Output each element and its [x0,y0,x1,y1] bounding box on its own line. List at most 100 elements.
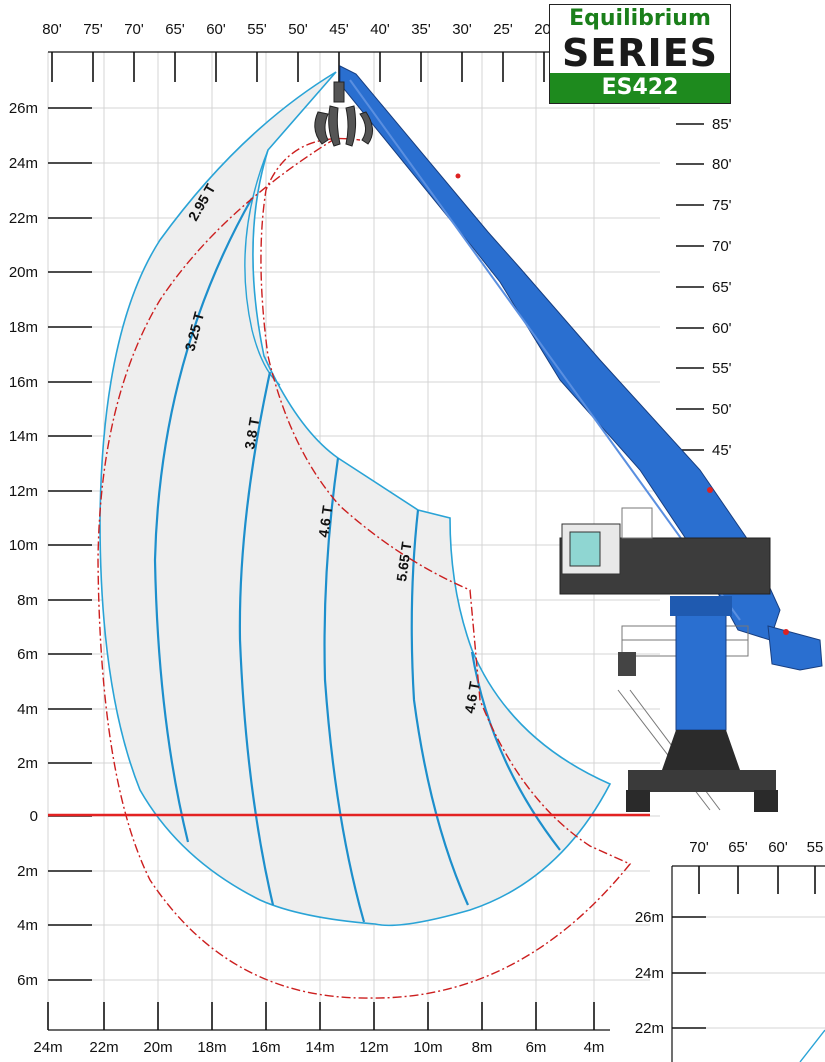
inset-top-label: 70' [689,839,709,856]
right-ft-label: 50' [712,401,732,418]
inset-left-label: 24m [635,965,664,982]
inset-envelope-edge [799,1029,825,1062]
left-m-ticks [48,107,92,981]
working-envelope [99,71,612,927]
capacity-label-38: 3.8 T [241,416,262,451]
left-m-label: 4m [17,701,38,718]
left-m-label: 2m [17,863,38,880]
stick [767,625,823,671]
left-m-label: 0 [30,808,38,825]
capacity-curve-38 [238,371,275,906]
capacity-curve-565 [410,509,470,906]
grapple [314,81,373,147]
inset-top-label: 60' [768,839,788,856]
left-m-label: 20m [9,264,38,281]
left-m-label: 14m [9,428,38,445]
bottom-m-label: 12m [359,1039,388,1056]
top-ft-ticks [51,52,545,82]
left-m-label: 26m [9,100,38,117]
inset-left-labels: 26m 24m 22m [635,909,664,1037]
right-ft-label: 75' [712,197,732,214]
left-m-label: 6m [17,972,38,989]
left-m-label: 24m [9,155,38,172]
boom-highlight [349,79,741,621]
cab-window [569,531,601,567]
stick-light [783,629,789,635]
brand-model: ES422 [550,73,730,103]
bottom-m-label: 6m [526,1039,547,1056]
right-ft-label: 55' [712,360,732,377]
left-m-label: 16m [9,374,38,391]
bottom-m-label: 20m [143,1039,172,1056]
brand-line2: SERIES [561,31,719,75]
max-reach-line [97,137,632,999]
top-ft-label: 35' [411,21,431,38]
bottom-m-label: 16m [251,1039,280,1056]
right-ft-label: 60' [712,320,732,337]
top-ft-label: 75' [83,21,103,38]
top-ft-label: 40' [370,21,390,38]
bottom-m-label: 24m [33,1039,62,1056]
right-ft-label: 85' [712,116,732,133]
right-ft-ticks [676,123,704,451]
top-ft-label: 25' [493,21,513,38]
capacity-label-46-lower: 4.6 T [461,680,482,715]
bottom-m-labels: 24m 22m 20m 18m 16m 14m 12m 10m 8m 6m 4m [33,1039,604,1056]
top-ft-label: 55' [247,21,267,38]
boom-light [707,487,713,493]
top-ft-label: 30' [452,21,472,38]
right-ft-label: 45' [712,442,732,459]
capacity-curves [153,197,561,923]
inset-background [650,830,825,1062]
bottom-m-label: 4m [584,1039,605,1056]
capacity-curve-325 [153,197,253,843]
inset-top-labels: 70' 65' 60' 55 [689,839,823,856]
capacity-curve-46a [323,457,366,923]
top-ft-label: 65' [165,21,185,38]
bottom-m-label: 18m [197,1039,226,1056]
inset-top-ticks [698,866,816,894]
left-m-label: 8m [17,592,38,609]
top-ft-label: 20' [534,21,554,38]
ladder-cabinet [618,652,636,676]
left-m-label: 6m [17,646,38,663]
pedestal-base [662,730,740,770]
bottom-m-label: 10m [413,1039,442,1056]
outrigger-left [626,790,650,812]
outrigger-right [754,790,778,812]
left-m-label: 22m [9,210,38,227]
boom-light [455,173,461,179]
right-ft-label: 65' [712,279,732,296]
right-ft-label: 80' [712,156,732,173]
left-m-label: 2m [17,755,38,772]
left-m-labels: 26m24m22m20m18m16m14m12m10m8m6m4m2m02m4m… [9,100,38,989]
brand-logo: Equilibrium SERIES ES422 [549,4,731,104]
top-ft-label: 50' [288,21,308,38]
capacity-label-46-upper: 4.6 T [315,504,335,538]
bottom-m-ticks [47,1002,595,1030]
top-ft-label: 70' [124,21,144,38]
bottom-m-label: 8m [472,1039,493,1056]
inner-boundary [244,149,281,386]
bottom-m-label: 14m [305,1039,334,1056]
pedestal-column [675,599,727,731]
slew-ring [670,596,732,616]
right-ft-label: 70' [712,238,732,255]
brand-line1: Equilibrium [569,6,711,31]
right-ft-labels: 85' 80' 75' 70' 65' 60' 55' 50' 45' [712,116,732,459]
left-m-label: 4m [17,917,38,934]
left-m-label: 12m [9,483,38,500]
top-ft-label: 60' [206,21,226,38]
left-m-label: 10m [9,537,38,554]
undercarriage [628,770,776,792]
inset-left-label: 22m [635,1020,664,1037]
inset-top-label: 55 [807,839,824,856]
capacity-label-565: 5.65 T [393,540,414,582]
bottom-m-label: 22m [89,1039,118,1056]
inset-left-label: 26m [635,909,664,926]
inset-left-ticks [672,916,825,1029]
inset-top-label: 65' [728,839,748,856]
capacity-curve-46b [470,651,561,851]
crane-illustration [314,65,823,812]
